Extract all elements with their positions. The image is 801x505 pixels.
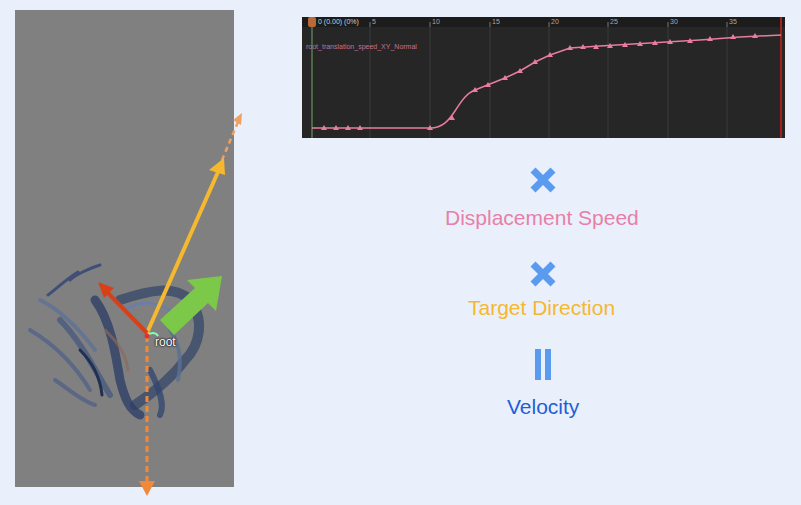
arrow-head [209, 158, 225, 175]
tick-label: 5 [372, 18, 376, 25]
tick-label: 35 [729, 18, 737, 25]
playhead-handle [308, 17, 316, 27]
character-figure [30, 265, 199, 415]
root-label: root [155, 336, 176, 348]
root-dot [145, 334, 150, 339]
viewport-panel [15, 10, 234, 487]
timeline-bar [302, 17, 785, 27]
arrow-head [98, 282, 114, 298]
tick-label: 30 [670, 18, 678, 25]
frame-label: 0 (0.00) (0%) [318, 18, 359, 25]
arrow-head [139, 481, 155, 496]
red-arrow [108, 293, 147, 333]
tick-label: 10 [432, 18, 440, 25]
dashed-direction [222, 122, 238, 160]
tick-label: 20 [551, 18, 559, 25]
result-label: Velocity [507, 396, 579, 417]
equals-symbol [535, 349, 551, 380]
multiply-symbol [533, 264, 553, 284]
arrow-head [233, 113, 242, 125]
displacement-arrow [160, 276, 222, 335]
term-label: Displacement Speed [445, 207, 639, 228]
tick-label: 25 [610, 18, 618, 25]
grid [370, 27, 727, 138]
graph-panel [302, 17, 785, 138]
velocity-arrow [146, 336, 149, 485]
tick-label: 15 [492, 18, 500, 25]
curve-name: root_translation_speed_XY_Normal [306, 43, 417, 50]
term-label: Target Direction [468, 297, 615, 318]
multiply-symbol [533, 170, 553, 190]
